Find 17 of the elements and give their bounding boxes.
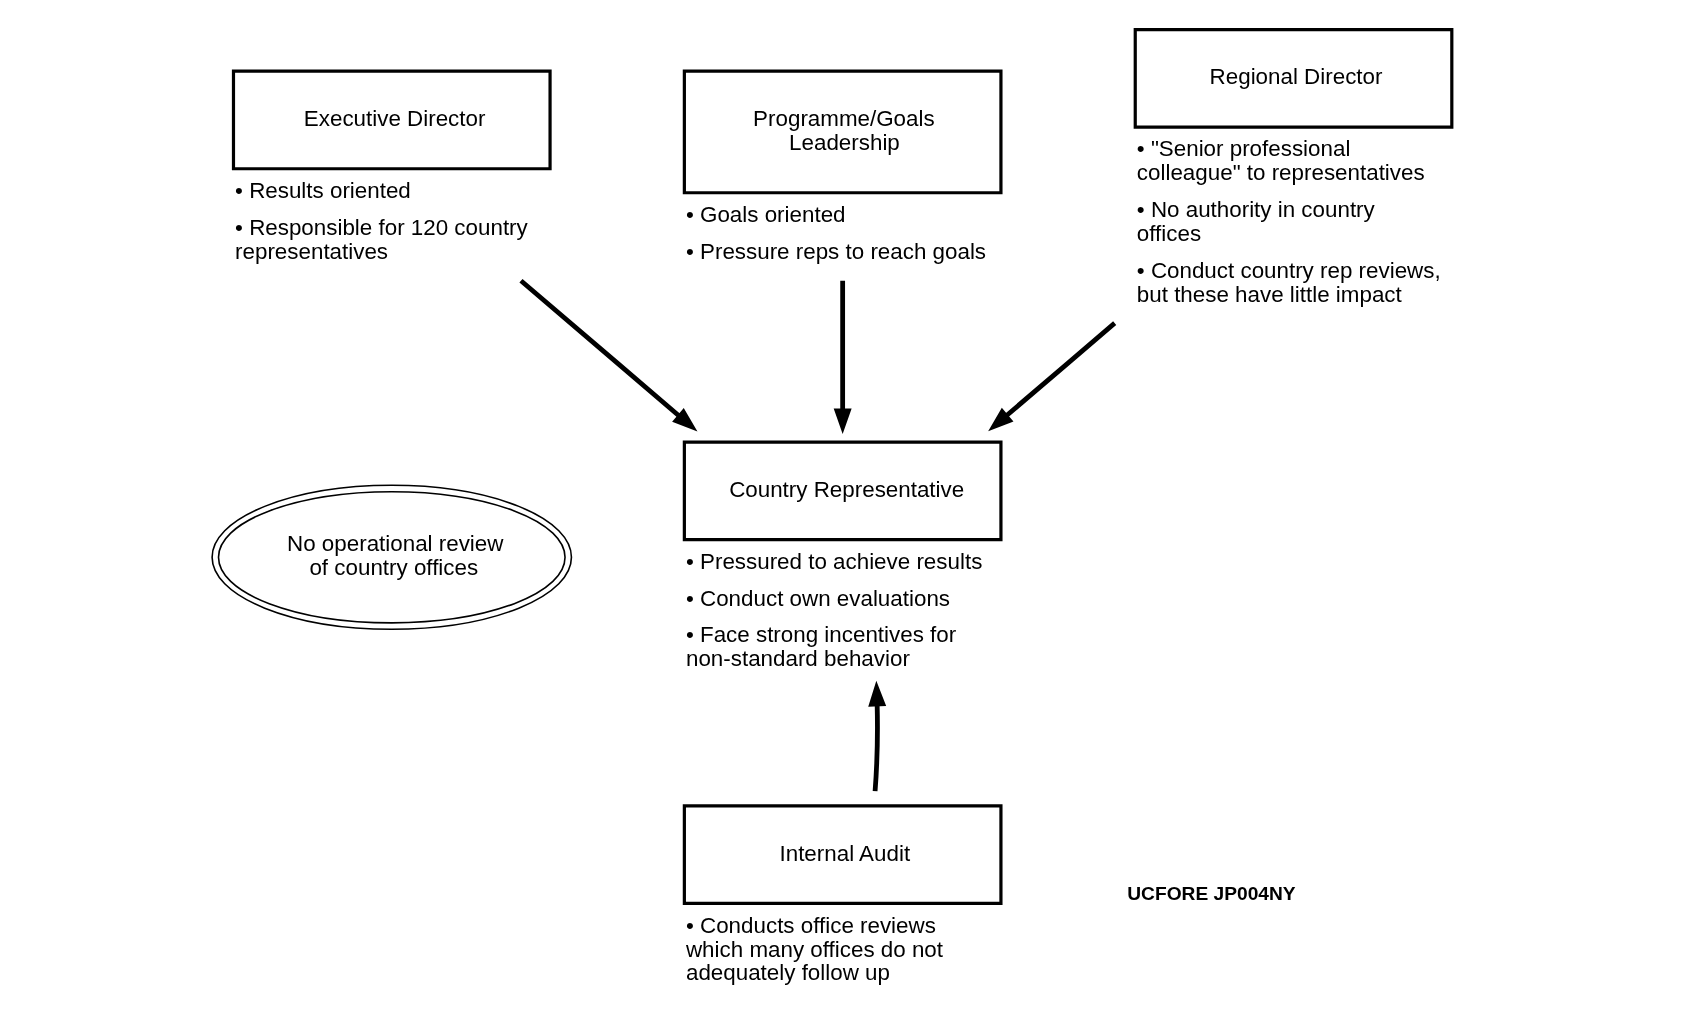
arrow <box>867 680 886 792</box>
node-label: • Pressure reps to reach goals <box>685 238 986 264</box>
node-label: • Results oriented <box>234 177 411 203</box>
node-label: • Conducts office reviews which many offices do not adequately follow up <box>685 912 943 986</box>
arrow <box>518 278 697 432</box>
node-label: • Pressured to achieve results <box>685 548 982 574</box>
node-label: • Face strong incentives for non-standard behavior <box>685 622 956 672</box>
node-label: • "Senior professional colleague" to representatives <box>1136 136 1425 186</box>
node-label: • Conduct own evaluations <box>685 585 950 611</box>
node-label: • No authority in country offices <box>1136 197 1375 247</box>
node-label: • Goals oriented <box>685 201 846 227</box>
node-label: • Responsible for 120 country representatives <box>234 214 528 264</box>
arrow <box>833 280 852 435</box>
node-label: • Conduct country rep reviews, but these have little impact <box>1136 257 1441 307</box>
node-ellipse: No operational review of country offices <box>210 484 572 631</box>
arrow <box>987 321 1116 432</box>
label: UCFORE JP004NY <box>1126 883 1296 905</box>
